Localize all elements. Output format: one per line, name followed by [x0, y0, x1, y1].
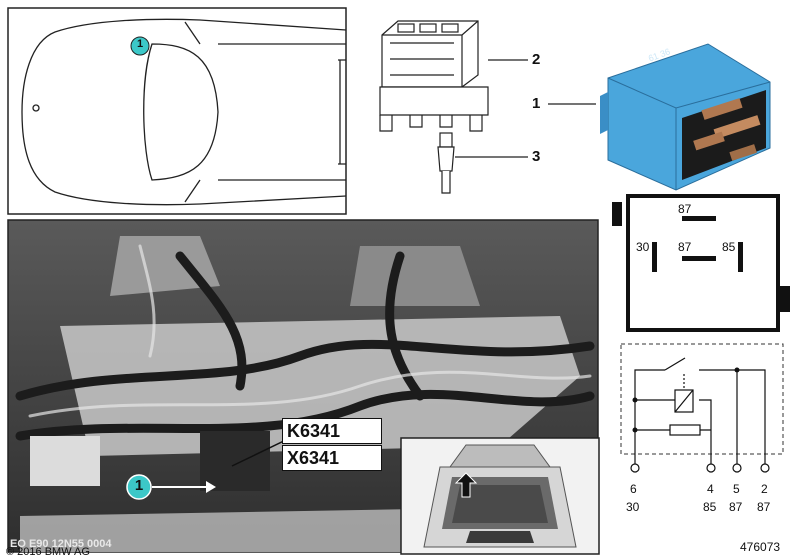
pin-label-85: 85: [722, 240, 736, 254]
component-label-box: K6341: [282, 418, 382, 444]
pin-label-30: 30: [636, 240, 650, 254]
photo-code: EO E90 12N55 0004: [10, 538, 112, 550]
car-panel-frame: [7, 7, 347, 215]
schematic-terminal: [760, 463, 770, 473]
schematic-pin-6: 6: [630, 482, 637, 496]
car-top-view-panel: [7, 7, 347, 215]
resistor: [669, 424, 701, 436]
callout-number-car: 1: [136, 38, 144, 50]
relay-switch-contact: [664, 357, 686, 371]
schematic-terminal-30: 30: [626, 500, 640, 514]
schematic-pin-4: 4: [707, 482, 714, 496]
pin-label-87-middle: 87: [678, 240, 692, 254]
pin-87-middle: [682, 256, 716, 261]
relay-coil: [674, 389, 694, 413]
pin-label-87-top: 87: [678, 202, 692, 216]
terminal-drawing: [437, 132, 455, 194]
schematic-terminal-87a: 87: [729, 500, 743, 514]
part-number-1: 1: [532, 95, 541, 112]
relay-image: [600, 43, 771, 191]
relay-pin: [729, 144, 757, 161]
connector-label-box: X6341: [282, 445, 382, 471]
pin-85: [738, 242, 743, 272]
location-arrow-icon: [454, 472, 478, 498]
relay-location: [200, 431, 270, 491]
callout-marker-photo: [126, 474, 152, 500]
wire-harness: [15, 251, 595, 441]
pin-layout-diagram: [612, 194, 790, 332]
schematic-pin-5: 5: [733, 482, 740, 496]
schematic-terminal-85: 85: [703, 500, 717, 514]
part-number-3: 3: [532, 148, 541, 165]
schematic-terminal-87b: 87: [757, 500, 771, 514]
socket-base: [379, 86, 489, 116]
circuit-schematic: [620, 343, 784, 473]
part-number-2: 2: [532, 51, 541, 68]
relay-pin: [701, 98, 743, 120]
inset-car-front-photo: [400, 437, 600, 555]
callout-marker-car: [130, 36, 150, 56]
callout-number-photo: 1: [134, 477, 144, 494]
copyright-text: © 2016 BMW AG: [6, 546, 90, 558]
engine-bay-photo: [7, 219, 599, 553]
schematic-terminal: [706, 463, 716, 473]
figure-number: 476073: [740, 540, 781, 554]
pin-87-top: [682, 216, 716, 221]
label-leader-line: [231, 437, 291, 467]
relay-pin: [693, 131, 725, 151]
schematic-terminal: [732, 463, 742, 473]
schematic-boundary: [620, 343, 784, 455]
pin-30: [652, 242, 657, 272]
relay-socket-drawing: [379, 20, 489, 194]
car-outline: [21, 18, 347, 206]
schematic-pin-2: 2: [761, 482, 768, 496]
schematic-terminal: [630, 463, 640, 473]
relay-pin: [713, 115, 761, 139]
